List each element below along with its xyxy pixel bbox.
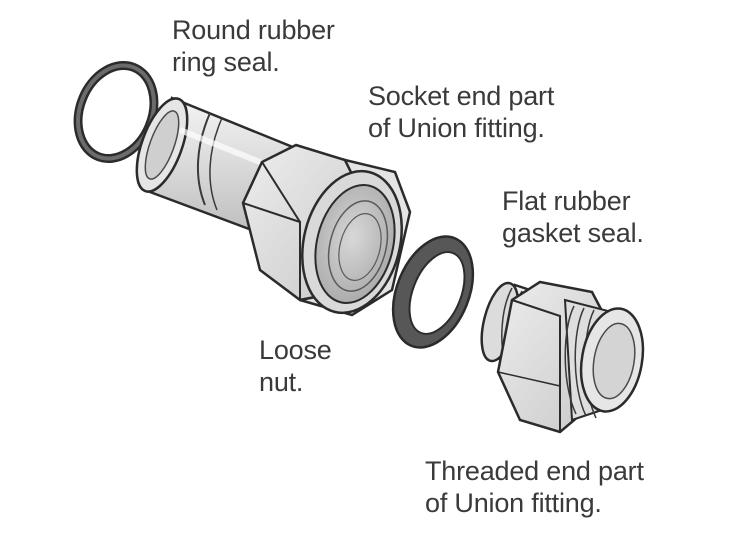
label-line: of Union fitting. xyxy=(425,488,602,518)
label-line: gasket seal. xyxy=(502,218,644,248)
label-socket-end-part: Socket end part of Union fitting. xyxy=(368,80,554,144)
loose-nut xyxy=(241,143,412,317)
label-flat-rubber-gasket-seal: Flat rubber gasket seal. xyxy=(502,185,644,249)
label-line: Socket end part xyxy=(368,81,555,111)
flat-rubber-gasket xyxy=(391,235,475,349)
label-line: Threaded end part xyxy=(425,456,644,486)
label-line: nut. xyxy=(259,367,304,397)
threaded-end-part xyxy=(480,280,645,434)
label-round-rubber-ring-seal: Round rubber ring seal. xyxy=(172,14,335,78)
label-threaded-end-part: Threaded end part of Union fitting. xyxy=(425,455,644,519)
label-line: Loose xyxy=(259,335,332,365)
label-loose-nut: Loose nut. xyxy=(259,334,332,398)
label-line: of Union fitting. xyxy=(368,113,545,143)
label-line: Flat rubber xyxy=(502,186,631,216)
label-line: ring seal. xyxy=(172,47,280,77)
label-line: Round rubber xyxy=(172,15,335,45)
